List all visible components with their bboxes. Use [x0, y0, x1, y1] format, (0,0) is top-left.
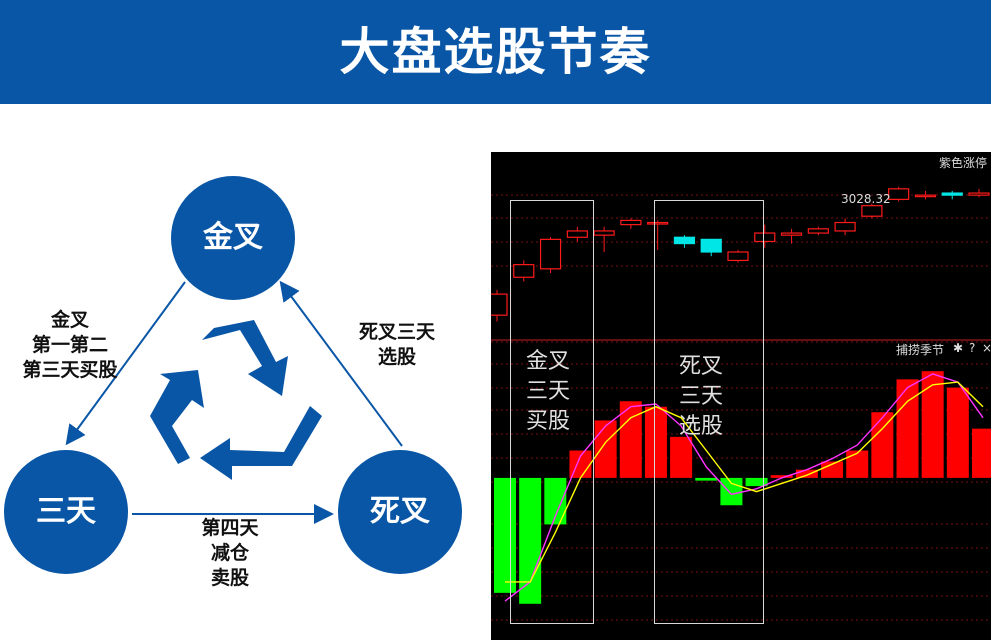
histogram-bar [946, 387, 969, 478]
histogram-bar [795, 469, 818, 478]
title-banner [0, 0, 991, 104]
node-death-cross-label: 死叉 [370, 494, 430, 529]
histogram-bar [745, 477, 768, 487]
cycle-diagram: 金叉 三天 死叉 金叉 第一第二 第三天买股 死叉三天 选股 第四天 减仓 卖股 [0, 104, 490, 640]
histogram-bar [619, 401, 642, 478]
candle-body [539, 238, 562, 270]
histogram-bar [770, 475, 793, 478]
candle-body [941, 192, 963, 196]
candle-body [647, 221, 669, 225]
arrow-golden-to-threedays [65, 281, 186, 446]
note-buy: 金叉 第一第二 第三天买股 [22, 309, 118, 381]
zone-golden-cross [510, 200, 594, 624]
candle-body [968, 192, 990, 196]
gear-icon[interactable]: ✱ [953, 341, 964, 355]
arrow-death-to-golden [279, 280, 403, 447]
histogram-bar [594, 420, 617, 478]
histogram-bar [544, 477, 567, 525]
candle-body [780, 232, 803, 236]
histogram-bar [670, 436, 693, 478]
histogram-bar [821, 461, 844, 478]
node-death-cross: 死叉 [338, 450, 462, 574]
close-icon[interactable]: × [982, 341, 991, 355]
note-select: 死叉三天 选股 [358, 321, 435, 368]
histogram-bar [921, 371, 944, 478]
zone-golden-cross-label: 金叉 三天 买股 [526, 349, 571, 434]
candle-body [807, 228, 829, 234]
histogram-bar [871, 412, 894, 478]
candle-body [888, 188, 910, 200]
indicator-line [505, 381, 984, 583]
node-three-days: 三天 [4, 450, 128, 574]
candle-body [513, 264, 535, 278]
node-golden-cross-label: 金叉 [203, 220, 263, 255]
cycle-arrows [65, 280, 403, 524]
candle-body [566, 230, 588, 238]
candle-body [673, 236, 696, 245]
candle-body [700, 238, 722, 253]
zone-death-cross [654, 200, 764, 624]
slide-title: 大盘选股节奏 [339, 23, 652, 81]
note-sell: 第四天 减仓 卖股 [201, 517, 259, 589]
candle-body [834, 221, 856, 232]
candle-body [593, 230, 615, 236]
histogram-bar [846, 450, 869, 478]
histogram-bar [972, 428, 991, 478]
zone-death-cross-label: 死叉 三天 选股 [679, 354, 724, 439]
price-marker: 3028.32 [841, 192, 891, 206]
candle-body [727, 251, 749, 262]
help-icon[interactable]: ? [969, 341, 976, 355]
candle-body [914, 194, 937, 198]
node-golden-cross: 金叉 [171, 176, 295, 300]
top-right-label: 紫色涨停 [938, 156, 987, 170]
histogram-bar [644, 406, 667, 478]
histogram-bar [695, 477, 718, 481]
candle-body [754, 232, 776, 243]
indicator-line [504, 373, 984, 602]
candle-body [620, 219, 642, 226]
indicator-name: 捕捞季节 [896, 343, 945, 357]
histogram-bar [896, 379, 919, 478]
node-three-days-label: 三天 [36, 494, 96, 529]
recycle-icon [150, 320, 322, 480]
chart-panel: 紫色涨停 3028.32 捕捞季节 ✱ ? × 金叉 三天 买股 死叉 三天 选… [491, 152, 991, 640]
candle-body [491, 293, 508, 316]
candle-body [861, 205, 883, 217]
